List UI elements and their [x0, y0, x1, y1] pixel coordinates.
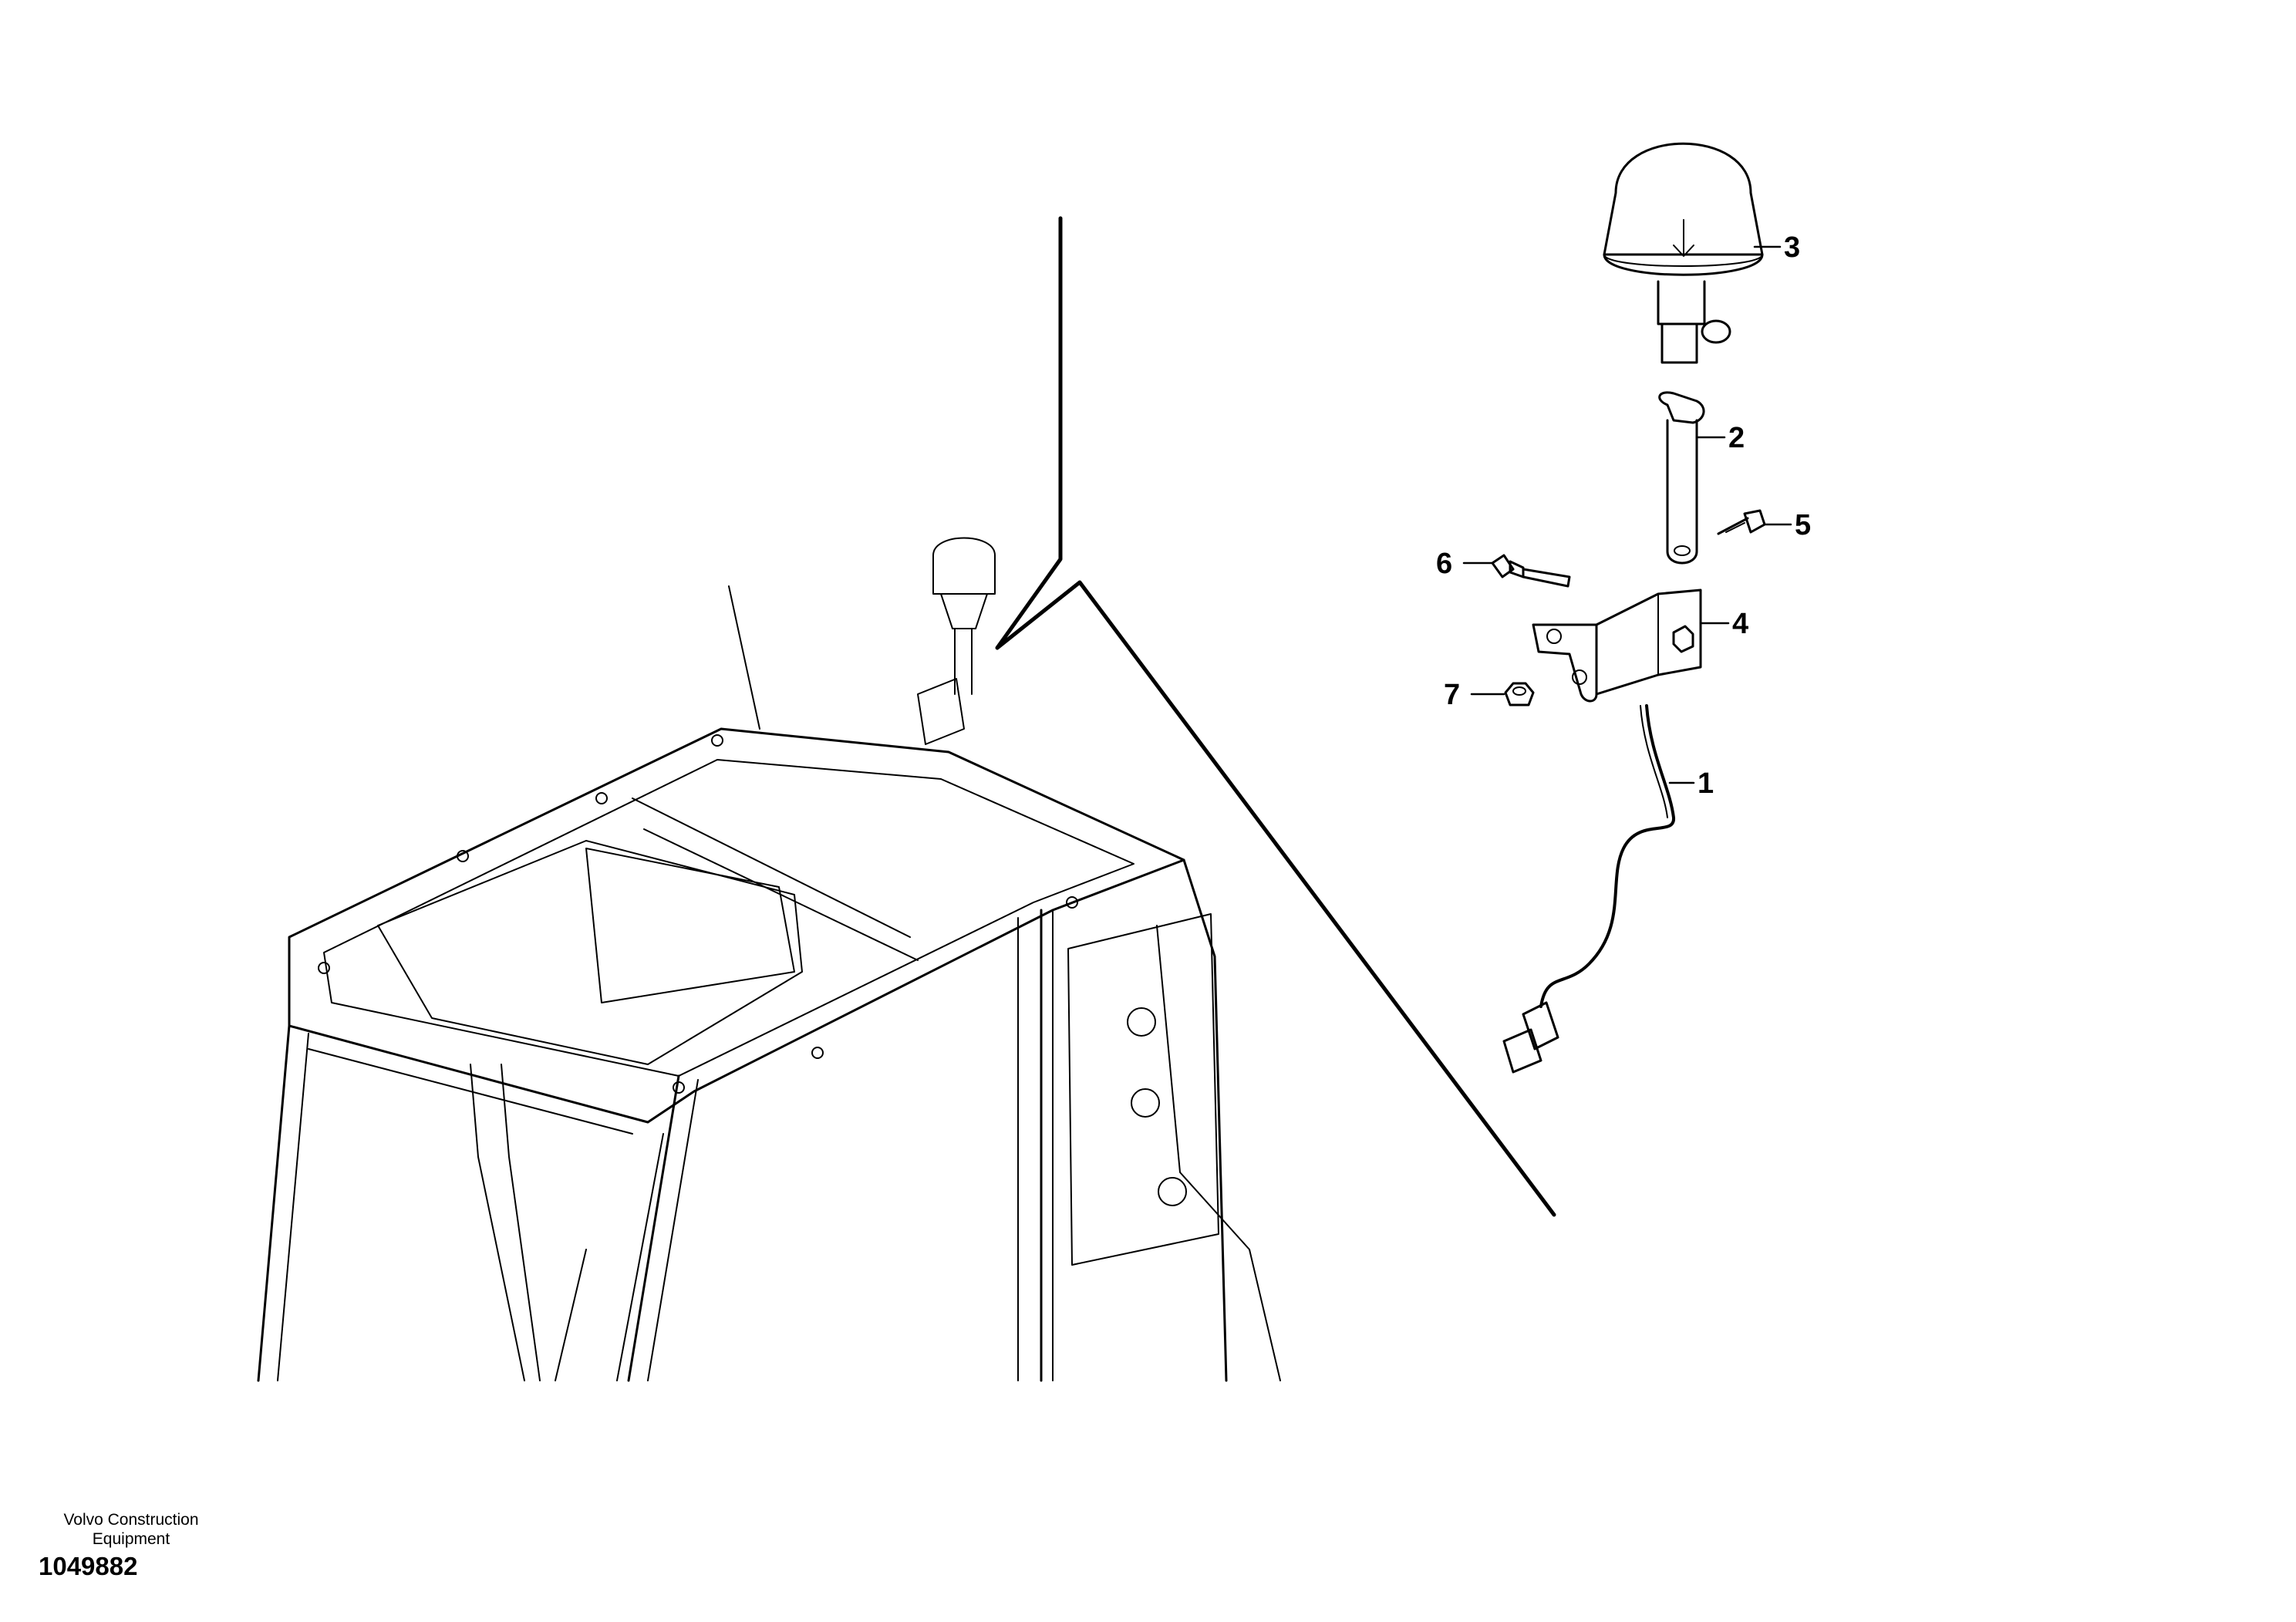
- cutaway-line: [995, 216, 1556, 1217]
- callout-2: 2: [1728, 422, 1745, 454]
- callout-1: 1: [1698, 767, 1714, 800]
- document-number: 1049882: [39, 1552, 138, 1580]
- cab-illustration: [257, 537, 1281, 1382]
- bolt-icon: [1491, 554, 1571, 588]
- mounting-pin-icon: [1658, 391, 1705, 565]
- callout-3: 3: [1784, 231, 1800, 264]
- nut-icon: [1504, 682, 1535, 706]
- callout-4: 4: [1732, 608, 1748, 640]
- callout-5: 5: [1795, 509, 1811, 541]
- wire-harness-icon: [1502, 704, 1675, 1074]
- bracket-icon: [1532, 588, 1702, 703]
- screw-icon: [1717, 509, 1766, 535]
- callout-7: 7: [1444, 679, 1460, 711]
- rotating-beacon-icon: [1603, 142, 1764, 364]
- callout-6: 6: [1436, 548, 1452, 580]
- brand-line-2: Equipment: [92, 1530, 170, 1548]
- brand-label: Volvo Construction Equipment: [31, 1510, 231, 1549]
- brand-line-1: Volvo Construction: [63, 1511, 199, 1529]
